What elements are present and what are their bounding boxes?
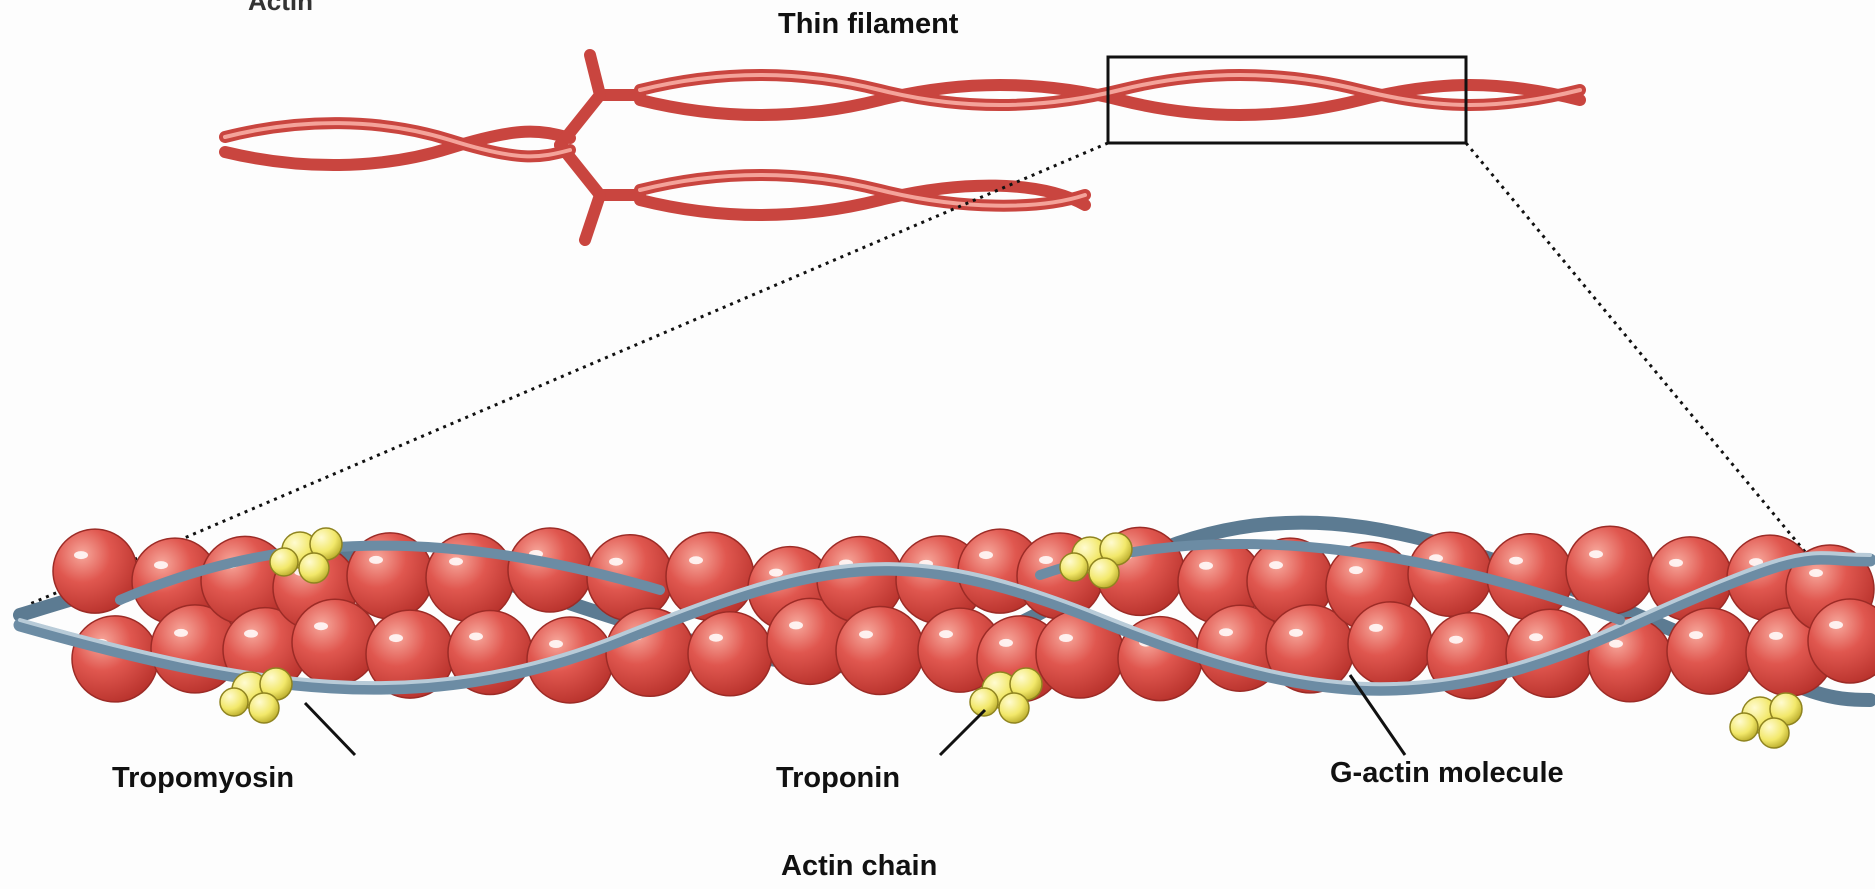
g-actin-highlight (1689, 631, 1703, 639)
g-actin-highlight (1829, 621, 1843, 629)
g-actin-highlight (469, 632, 483, 640)
g-actin-highlight (369, 556, 383, 564)
g-actin-highlight (244, 630, 258, 638)
g-actin-highlight (389, 634, 403, 642)
g-actin-highlight (1509, 557, 1523, 565)
g-actin-bead (836, 606, 924, 694)
g-actin-highlight (314, 622, 328, 630)
g-actin-bead (688, 612, 772, 696)
troponin-bead (299, 553, 329, 583)
g-actin-highlight (154, 561, 168, 569)
g-actin-highlight (449, 558, 463, 566)
g-actin-highlight (1199, 562, 1213, 570)
troponin-bead (999, 693, 1029, 723)
g-actin-highlight (1269, 561, 1283, 569)
g-actin-highlight (789, 621, 803, 629)
troponin-bead (270, 548, 298, 576)
g-actin-highlight (769, 569, 783, 577)
troponin-label: Troponin (776, 762, 900, 795)
troponin-bead (1759, 718, 1789, 748)
g-actin-highlight (1219, 628, 1233, 636)
g-actin-highlight (1529, 633, 1543, 641)
g-actin-highlight (939, 630, 953, 638)
g-actin-highlight (709, 634, 723, 642)
g-actin-highlight (74, 551, 88, 559)
g-actin-highlight (1039, 556, 1053, 564)
troponin-leader (940, 710, 985, 755)
tropomyosin-leader (305, 703, 355, 755)
troponin-bead (220, 688, 248, 716)
troponin-bead (1730, 713, 1758, 741)
g-actin-highlight (609, 558, 623, 566)
troponin-bead (249, 693, 279, 723)
g-actin-highlight (1289, 629, 1303, 637)
troponin-bead (1089, 558, 1119, 588)
g-actin-highlight (689, 556, 703, 564)
g-actin-highlight (1809, 569, 1823, 577)
g-actin-highlight (1769, 632, 1783, 640)
actin-chain-title: Actin chain (781, 850, 937, 883)
g-actin-bead (1667, 608, 1753, 694)
g-actin-highlight (1669, 559, 1683, 567)
g-actin-highlight (1449, 636, 1463, 644)
tropomyosin-label: Tropomyosin (112, 762, 294, 795)
g-actin-highlight (999, 639, 1013, 647)
g-actin-highlight (1349, 566, 1363, 574)
g-actin-highlight (859, 630, 873, 638)
thin-filament-title: Thin filament (778, 8, 958, 41)
g-actin-highlight (979, 551, 993, 559)
top-clipped-label: Actin (248, 0, 313, 17)
zoom-line-right (1466, 143, 1845, 600)
g-actin-highlight (174, 629, 188, 637)
g-actin-bead (292, 599, 378, 685)
g-actin-bead (1348, 602, 1432, 686)
g-actin-label: G-actin molecule (1330, 757, 1564, 790)
g-actin-highlight (549, 640, 563, 648)
g-actin-highlight (1059, 634, 1073, 642)
g-actin-highlight (1369, 624, 1383, 632)
troponin-bead (1060, 553, 1088, 581)
actin-chain-illustration (20, 523, 1875, 748)
thin-filament-illustration (225, 55, 1580, 240)
g-actin-highlight (1589, 550, 1603, 558)
